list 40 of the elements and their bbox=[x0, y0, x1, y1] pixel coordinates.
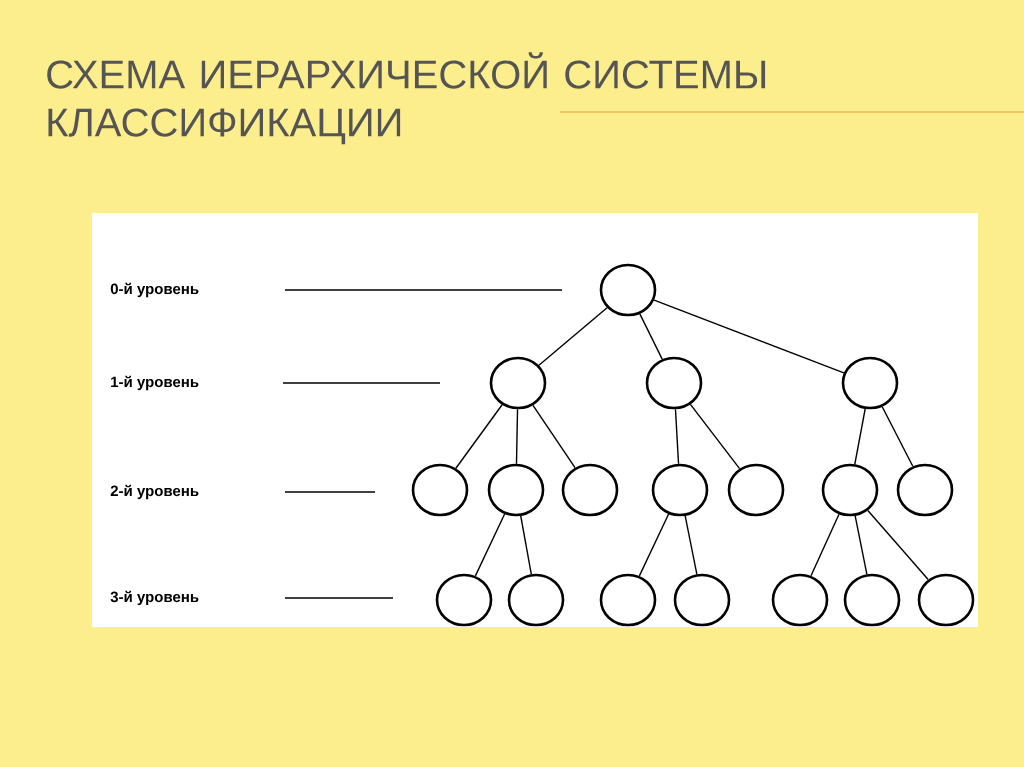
connector-line bbox=[674, 408, 680, 465]
connector-line bbox=[520, 515, 532, 575]
tree-node bbox=[435, 573, 493, 627]
connector-line bbox=[538, 307, 608, 366]
connector-line bbox=[639, 313, 663, 360]
connector-line bbox=[653, 299, 845, 374]
level-label: 0-й уровень bbox=[110, 282, 199, 298]
tree-node bbox=[896, 463, 954, 517]
level-label: 2-й уровень bbox=[110, 484, 199, 500]
slide-title: СХЕМА ИЕРАРХИЧЕСКОЙ СИСТЕМЫ КЛАССИФИКАЦИИ bbox=[47, 52, 766, 145]
level-label: 3-й уровень bbox=[110, 590, 199, 606]
tree-node bbox=[651, 463, 709, 517]
tree-node bbox=[507, 573, 565, 627]
connector-line bbox=[638, 513, 670, 577]
level-label: 1-й уровень bbox=[111, 375, 199, 391]
connector-line bbox=[515, 408, 519, 465]
tree-node bbox=[411, 463, 469, 517]
connector-line bbox=[455, 404, 503, 469]
connector-line bbox=[689, 403, 741, 470]
tree-node bbox=[561, 463, 619, 517]
tree-node bbox=[843, 573, 901, 627]
tree-node bbox=[917, 573, 975, 627]
connector-line bbox=[881, 406, 914, 467]
tree-node bbox=[821, 463, 879, 517]
tree-node bbox=[487, 463, 545, 517]
tree-node bbox=[673, 573, 731, 627]
tree-node bbox=[599, 573, 657, 627]
tree-node bbox=[841, 356, 899, 410]
connector-line bbox=[854, 515, 868, 575]
tree-node bbox=[489, 356, 547, 410]
connector-line bbox=[684, 515, 698, 575]
connector-line bbox=[810, 513, 840, 577]
connector-line bbox=[867, 509, 929, 581]
tree-node bbox=[645, 356, 703, 410]
connector-line bbox=[532, 404, 576, 469]
tree-node bbox=[599, 263, 657, 317]
tree-node bbox=[771, 573, 829, 627]
connector-line bbox=[854, 408, 866, 465]
tree-node bbox=[727, 463, 785, 517]
connector-line bbox=[474, 513, 506, 577]
